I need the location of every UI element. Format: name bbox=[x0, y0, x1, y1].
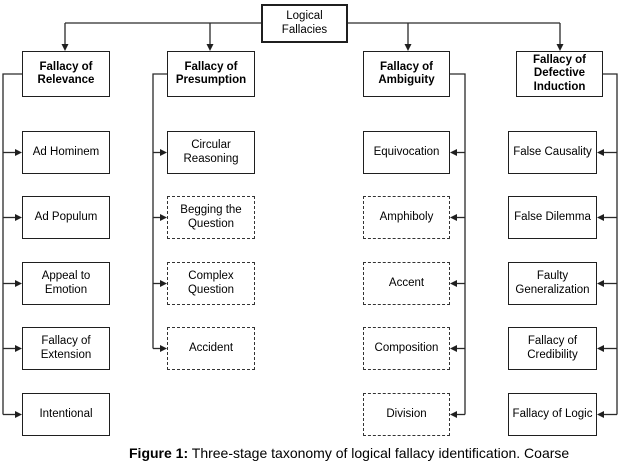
node-appeal-to-emotion: Appeal to Emotion bbox=[22, 262, 110, 305]
node-fallacy-of-presumption: Fallacy of Presumption bbox=[167, 51, 255, 97]
node-ad-populum: Ad Populum bbox=[22, 196, 110, 239]
node-amphiboly: Amphiboly bbox=[363, 196, 450, 239]
ambiguity-spine bbox=[450, 73, 466, 415]
figure-caption-label: Figure 1: bbox=[129, 445, 189, 461]
node-equivocation: Equivocation bbox=[363, 131, 450, 174]
figure-caption-text: Three-stage taxonomy of logical fallacy … bbox=[191, 445, 570, 461]
node-logical-fallacies: Logical Fallacies bbox=[261, 4, 348, 43]
figure-caption: Figure 1: Three-stage taxonomy of logica… bbox=[129, 444, 640, 462]
node-intentional: Intentional bbox=[22, 393, 110, 436]
node-begging-the-question: Begging the Question bbox=[167, 196, 255, 239]
node-complex-question: Complex Question bbox=[167, 262, 255, 305]
node-accent: Accent bbox=[363, 262, 450, 305]
node-fallacy-of-defective-induction: Fallacy of Defective Induction bbox=[516, 51, 603, 97]
node-false-dilemma: False Dilemma bbox=[508, 196, 597, 239]
node-composition: Composition bbox=[363, 327, 450, 370]
node-ad-hominem: Ad Hominem bbox=[22, 131, 110, 174]
node-fallacy-of-credibility: Fallacy of Credibility bbox=[508, 327, 597, 370]
node-accident: Accident bbox=[167, 327, 255, 370]
presumption-spine bbox=[152, 73, 167, 349]
defective-induction-spine bbox=[603, 73, 618, 415]
node-division: Division bbox=[363, 393, 450, 436]
node-circular-reasoning: Circular Reasoning bbox=[167, 131, 255, 174]
node-fallacy-of-ambiguity: Fallacy of Ambiguity bbox=[363, 51, 450, 97]
node-fallacy-of-logic: Fallacy of Logic bbox=[508, 393, 597, 436]
node-faulty-generalization: Faulty Generalization bbox=[508, 262, 597, 305]
node-false-causality: False Causality bbox=[508, 131, 597, 174]
node-fallacy-of-relevance: Fallacy of Relevance bbox=[22, 51, 110, 97]
relevance-spine bbox=[2, 73, 22, 415]
node-fallacy-of-extension: Fallacy of Extension bbox=[22, 327, 110, 370]
